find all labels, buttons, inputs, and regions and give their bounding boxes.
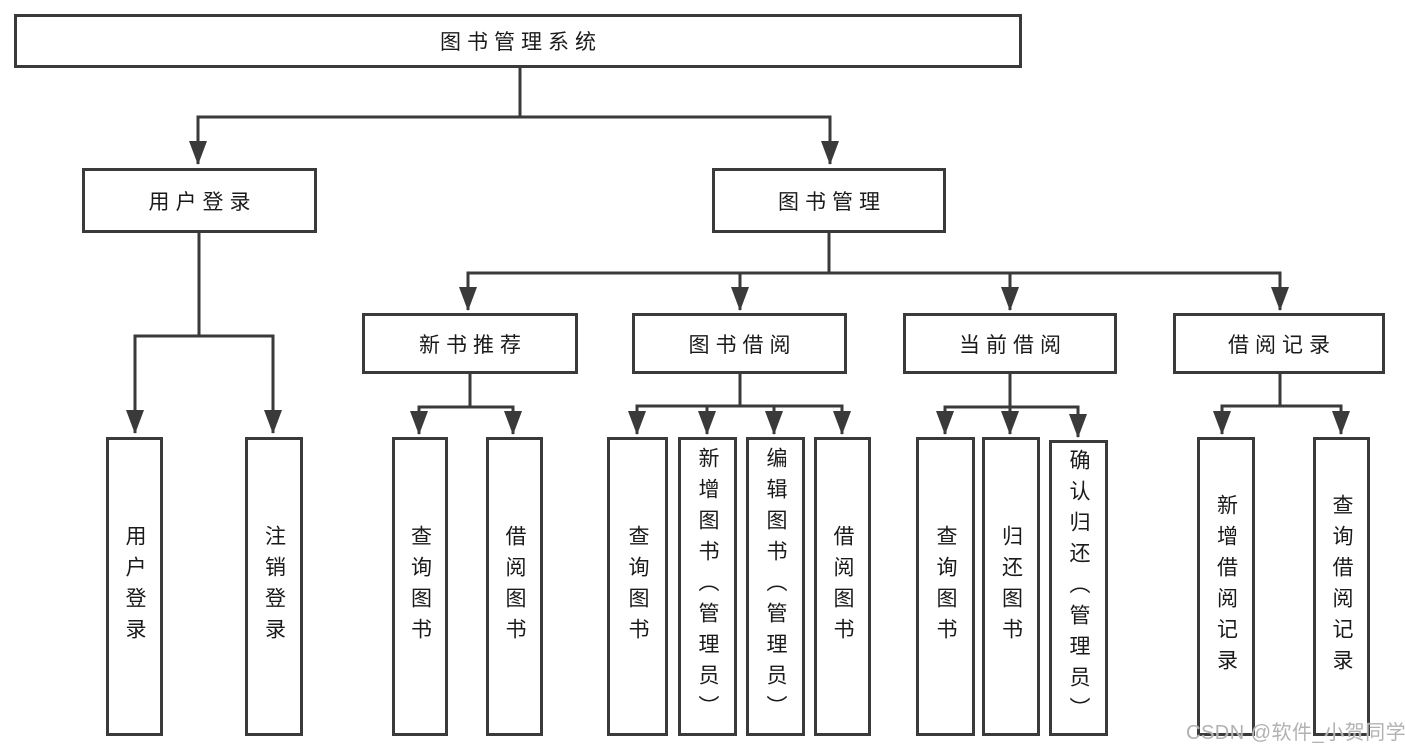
node-label: 图书管理: [778, 190, 886, 214]
leaf-add-books-admin: 新增图书（管理员）: [678, 437, 737, 736]
leaf-recommend-query-books: 查询图书: [392, 437, 448, 736]
watermark-text: CSDN @软件_小贺同学: [1186, 722, 1405, 744]
node-label: 新书推荐: [419, 333, 527, 357]
node-label: 查询图书: [934, 524, 957, 649]
node-current-borrowing: 当前借阅: [903, 313, 1117, 374]
node-label: 归还图书: [999, 524, 1023, 649]
leaf-add-borrow-record: 新增借阅记录: [1197, 437, 1255, 736]
node-label: 借阅记录: [1228, 333, 1336, 357]
node-new-book-recommend: 新书推荐: [362, 313, 578, 374]
node-label: 图书借阅: [688, 333, 797, 357]
leaf-return-books: 归还图书: [982, 437, 1040, 736]
leaf-borrowing-borrow-books: 借阅图书: [814, 437, 871, 736]
leaf-confirm-return-admin: 确认归还（管理员）: [1049, 440, 1108, 736]
node-label: 查询图书: [408, 524, 432, 649]
node-label: 用户登录: [148, 190, 257, 214]
node-book-management-system: 图书管理系统: [14, 14, 1022, 68]
node-label: 查询借阅记录: [1330, 493, 1353, 680]
leaf-borrowing-query-books: 查询图书: [607, 437, 668, 736]
node-label: 查询图书: [626, 524, 649, 649]
leaf-query-borrow-record: 查询借阅记录: [1313, 437, 1370, 736]
node-label: 编辑图书（管理员）: [764, 447, 787, 726]
node-label: 借阅图书: [831, 524, 854, 649]
node-label: 新增图书（管理员）: [696, 447, 719, 726]
leaf-recommend-borrow-books: 借阅图书: [486, 437, 543, 736]
node-label: 当前借阅: [959, 333, 1067, 357]
node-label: 用户登录: [123, 524, 146, 649]
leaf-user-login: 用户登录: [106, 437, 163, 736]
leaf-logout: 注销登录: [245, 437, 303, 736]
node-book-management: 图书管理: [712, 168, 946, 233]
node-label: 确认归还（管理员）: [1067, 448, 1090, 728]
node-label: 图书管理系统: [440, 31, 602, 54]
node-user-login: 用户登录: [82, 168, 317, 233]
node-label: 借阅图书: [503, 524, 526, 649]
leaf-edit-books-admin: 编辑图书（管理员）: [746, 437, 805, 736]
leaf-current-query-books: 查询图书: [916, 437, 975, 736]
node-book-borrowing: 图书借阅: [632, 313, 847, 374]
node-label: 新增借阅记录: [1214, 493, 1238, 680]
node-label: 注销登录: [262, 524, 286, 649]
node-borrowing-records: 借阅记录: [1173, 313, 1385, 374]
